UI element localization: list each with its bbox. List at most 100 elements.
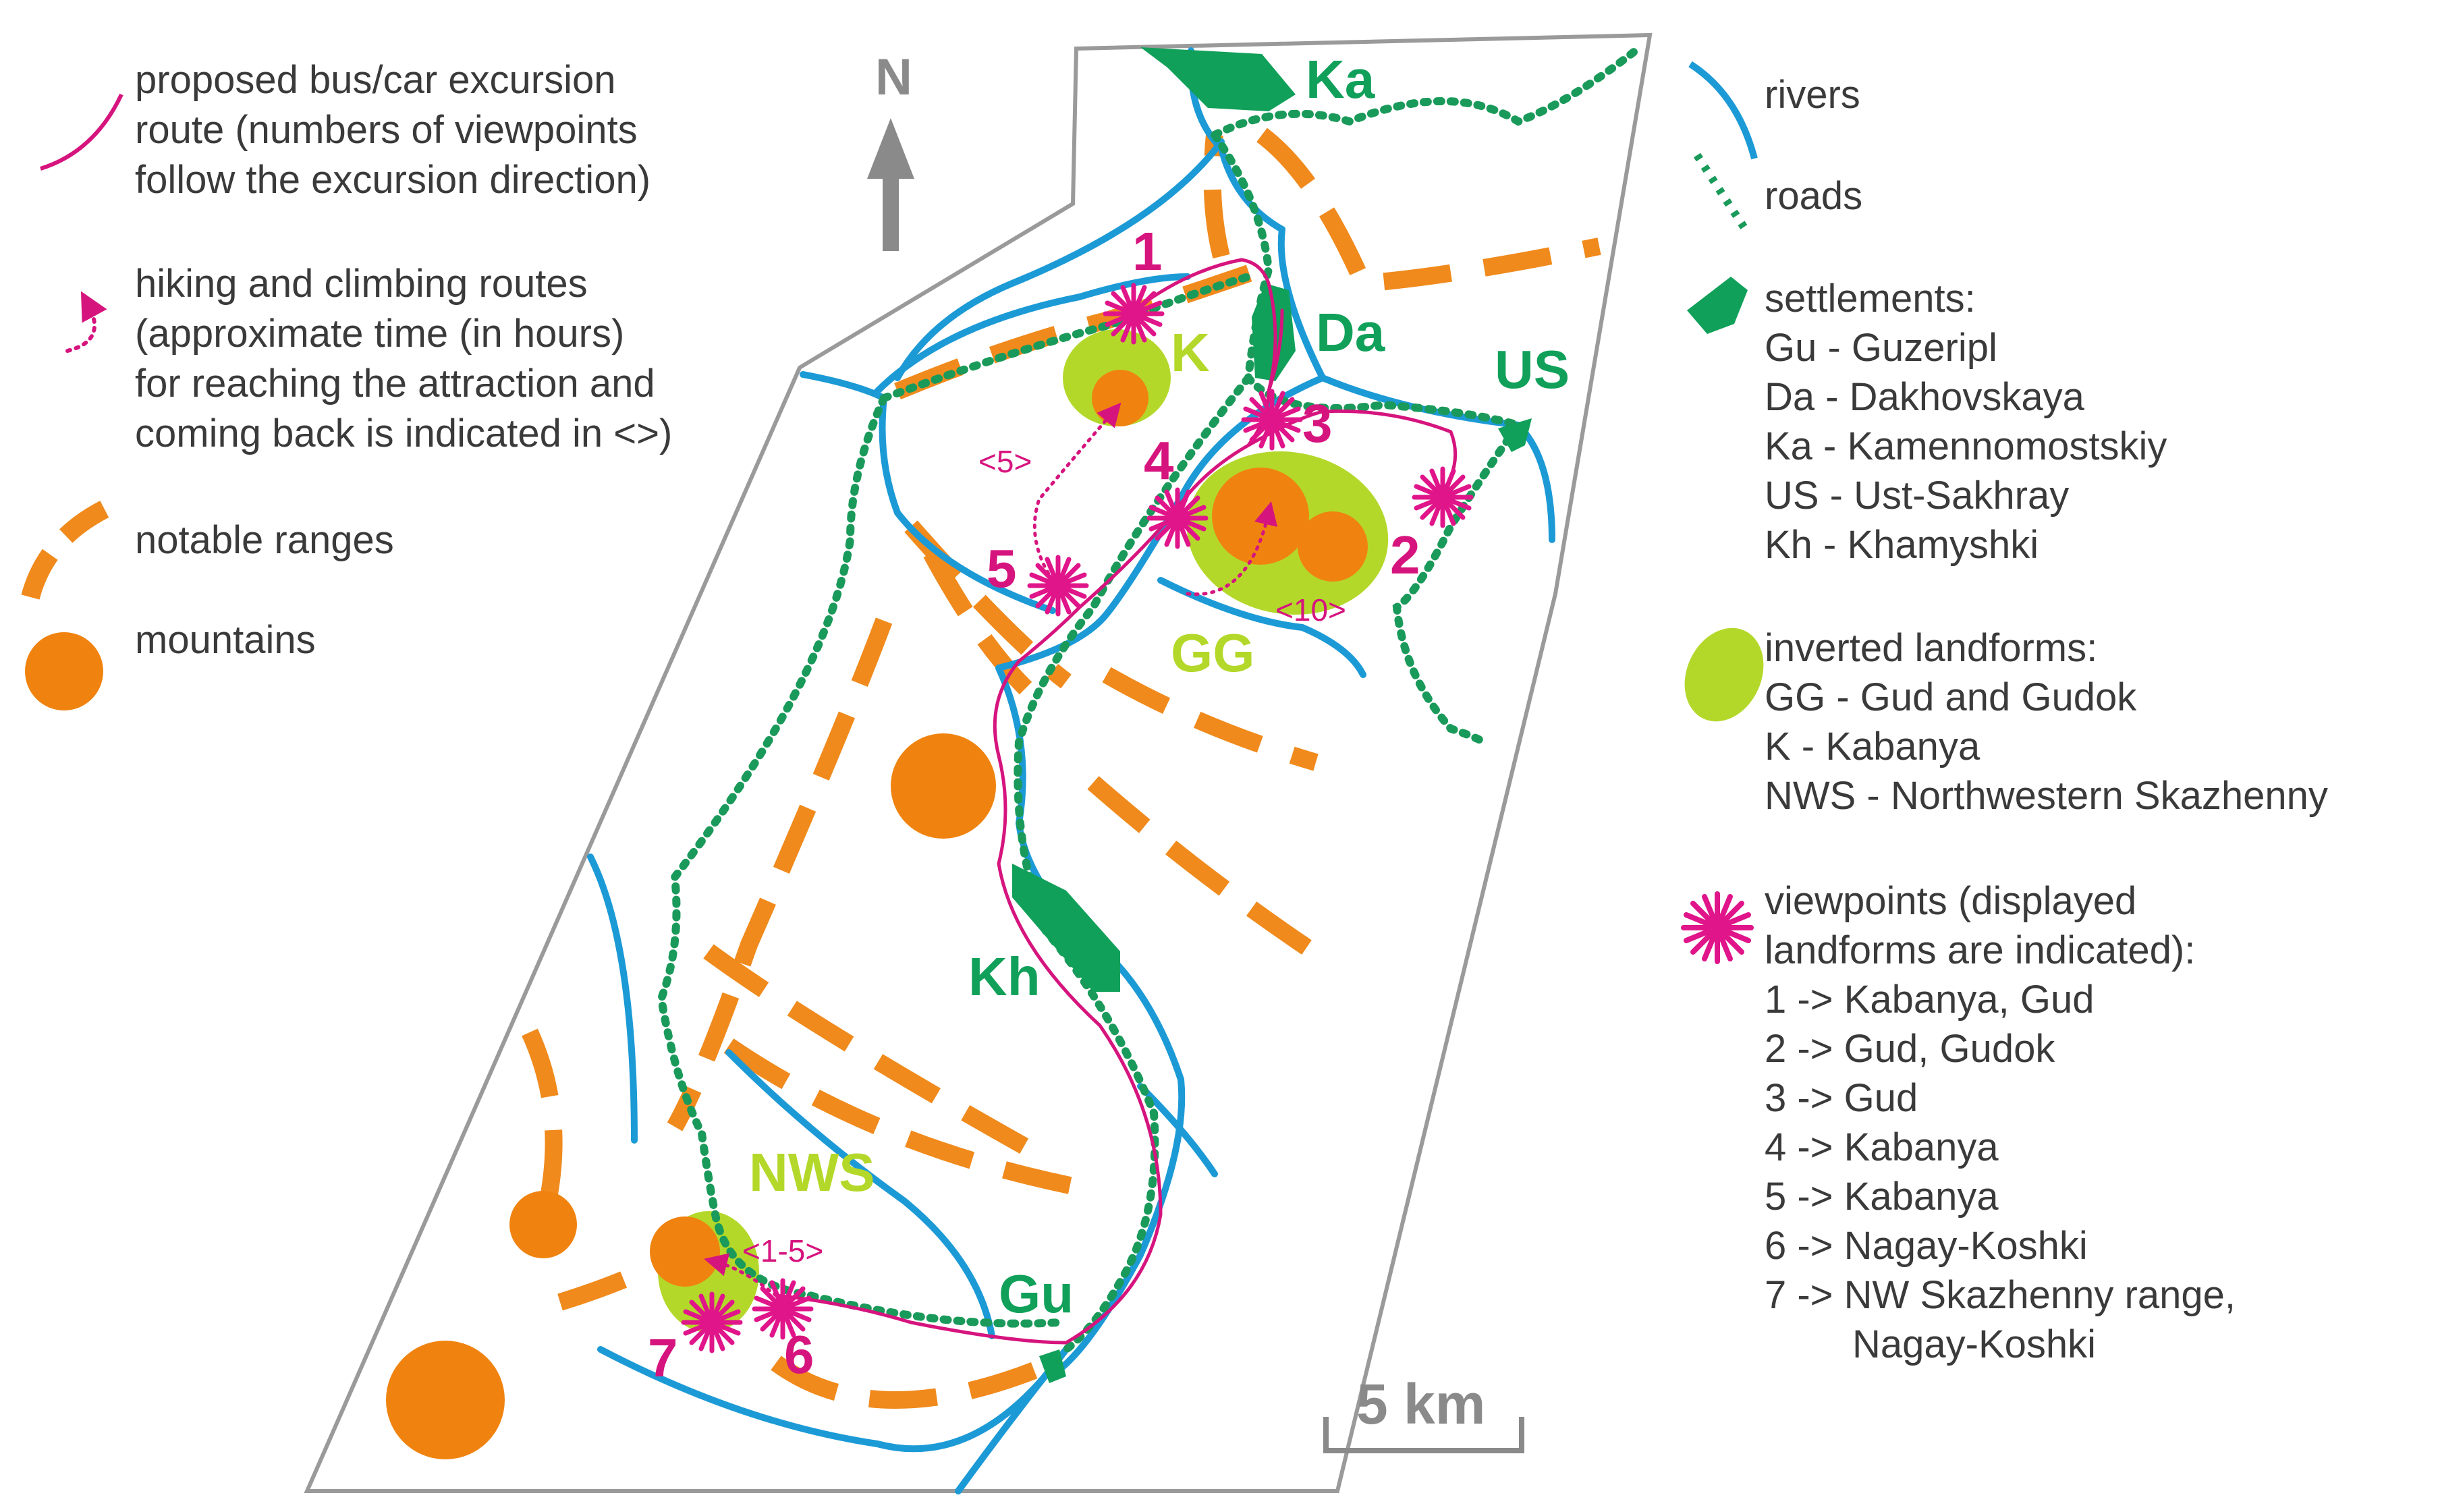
landform-labels: K GG NWS <box>749 323 1254 1202</box>
river-east-branch <box>1157 577 1366 678</box>
range-west-spur <box>522 1028 563 1210</box>
settlement-label-ka: Ka <box>1306 49 1375 109</box>
hiking-routes <box>704 402 1278 1297</box>
viewpoint-number-3: 3 <box>1302 393 1333 453</box>
legend-road-symbol <box>1693 152 1751 235</box>
range-west-2 <box>923 549 1032 695</box>
range-mid-2 <box>1087 776 1328 965</box>
hiking-route-nws <box>704 1253 778 1297</box>
viewpoint-7 <box>681 1291 743 1353</box>
north-arrow: N <box>867 49 914 251</box>
legend-hiking-symbol <box>65 291 107 353</box>
viewpoint-4 <box>1146 487 1209 549</box>
legend-settlement-symbol <box>1687 277 1748 334</box>
mountain-sw-1 <box>509 1191 577 1258</box>
legend-settlement-5: Kh - Khamyshki <box>1765 523 2039 567</box>
legend-viewpoint-7: 7 -> NW Skazhenny range, <box>1765 1273 2236 1317</box>
legend-viewpoint-1: 1 -> Kabanya, Gud <box>1765 978 2095 1021</box>
viewpoint-number-2: 2 <box>1390 525 1420 585</box>
road-north-ka <box>1211 43 1644 139</box>
hiking-time-gud: <10> <box>1275 592 1346 627</box>
scale-label: 5 km <box>1356 1372 1485 1436</box>
legend-settlements-title: settlements: <box>1765 277 1976 320</box>
legend-settlement-2: Da - Dakhovskaya <box>1765 375 2085 419</box>
legend-route-line-3: follow the excursion direction) <box>135 158 650 202</box>
range-mid-3 <box>703 944 1030 1155</box>
hiking-route-kabanya <box>1032 402 1121 582</box>
viewpoint-numbers: 1 2 3 4 5 6 7 <box>648 221 1420 1388</box>
legend-inverted-symbol <box>1684 627 1764 722</box>
range-south <box>771 1355 1057 1409</box>
road-loop <box>880 273 1252 402</box>
north-arrow-head <box>867 118 914 179</box>
legend-route-line-1: proposed bus/car excursion <box>135 58 616 102</box>
legend-viewpoints-title-1: viewpoints (displayed <box>1765 879 2136 923</box>
legend-viewpoint-symbol <box>1681 891 1754 964</box>
legend-ranges-symbol <box>21 494 122 600</box>
legend-inverted-1: GG - Gud and Gudok <box>1765 675 2137 719</box>
range-mid-1 <box>1102 667 1319 771</box>
legend-hiking-line-1: hiking and climbing routes <box>135 262 588 306</box>
mountain-west <box>891 733 996 839</box>
legend-settlement-1: Gu - Guzeripl <box>1765 326 1997 370</box>
legend-inverted-2: K - Kabanya <box>1765 725 1980 768</box>
scale-bar-line <box>1323 1417 1524 1453</box>
mountain-gud <box>1212 468 1309 565</box>
settlement-us <box>1498 418 1532 452</box>
river-west-branch <box>800 371 1056 614</box>
legend-route-symbol <box>40 93 123 171</box>
landform-label-gg: GG <box>1171 623 1254 683</box>
viewpoint-1 <box>1103 283 1165 345</box>
river-west-spur <box>587 853 638 1144</box>
viewpoint-6 <box>752 1278 814 1340</box>
legend-hiking-line-2: (approximate time (in hours) <box>135 312 624 356</box>
legend-viewpoint-2: 2 -> Gud, Gudok <box>1765 1027 2055 1071</box>
mountains <box>386 370 1368 1459</box>
settlement-label-us: US <box>1495 339 1570 399</box>
legend-settlement-4: US - Ust-Sakhray <box>1765 474 2069 517</box>
settlement-gu <box>1039 1349 1066 1383</box>
legend-mountain-symbol <box>25 632 103 710</box>
range-main <box>667 617 893 1131</box>
mountain-sw-2 <box>386 1341 505 1459</box>
mountain-gudok <box>1298 511 1368 582</box>
hiking-time-labels: <5> <10> <1-5> <box>742 444 1346 1268</box>
range-upper-2 <box>1256 128 1601 293</box>
settlement-kh <box>1012 864 1120 992</box>
viewpoint-number-1: 1 <box>1132 221 1163 281</box>
hiking-route-gud <box>1186 501 1278 596</box>
north-arrow-shaft <box>883 177 899 251</box>
legend-hiking-line-3: for reaching the attraction and <box>135 362 655 405</box>
range-mid-4 <box>723 1038 1082 1196</box>
legend-inverted-title: inverted landforms: <box>1765 626 2097 670</box>
landform-label-nws: NWS <box>749 1142 875 1202</box>
legend-settlement-3: Ka - Kamennomostskiy <box>1765 424 2167 468</box>
viewpoint-3 <box>1241 389 1303 451</box>
viewpoint-2 <box>1412 466 1474 528</box>
legend-viewpoint-3: 3 -> Gud <box>1765 1076 1918 1120</box>
legend-mountains-label: mountains <box>135 618 316 662</box>
legend-inverted-3: NWS - Northwestern Skazhenny <box>1765 774 2328 818</box>
legend-right: rivers roads settlements: Gu - Guzeripl … <box>1681 61 2328 1366</box>
viewpoint-number-6: 6 <box>784 1324 814 1384</box>
scale-bar: 5 km <box>1323 1372 1524 1453</box>
mountain-kabanya <box>1092 370 1148 426</box>
river-upper-left <box>894 138 1225 381</box>
hiking-time-kabanya: <5> <box>978 444 1032 479</box>
legend-roads-label: roads <box>1765 174 1862 218</box>
landform-label-k: K <box>1171 323 1210 383</box>
legend-viewpoints-title-2: landforms are indicated): <box>1765 928 2195 972</box>
mountain-nws <box>650 1216 720 1287</box>
north-label: N <box>875 49 912 106</box>
legend-left: proposed bus/car excursion route (number… <box>21 58 672 710</box>
viewpoint-5 <box>1027 555 1089 617</box>
legend-river-symbol <box>1688 61 1758 160</box>
legend-viewpoint-5: 5 -> Kabanya <box>1765 1175 1999 1219</box>
hiking-time-nws: <1-5> <box>742 1233 823 1268</box>
legend-hiking-line-4: coming back is indicated in <>) <box>135 412 672 455</box>
settlement-label-da: Da <box>1316 302 1385 362</box>
viewpoints <box>681 283 1474 1353</box>
river-nws-branch <box>725 1049 995 1339</box>
settlement-label-kh: Kh <box>968 947 1041 1007</box>
river-kabanya-arc <box>874 273 1191 395</box>
